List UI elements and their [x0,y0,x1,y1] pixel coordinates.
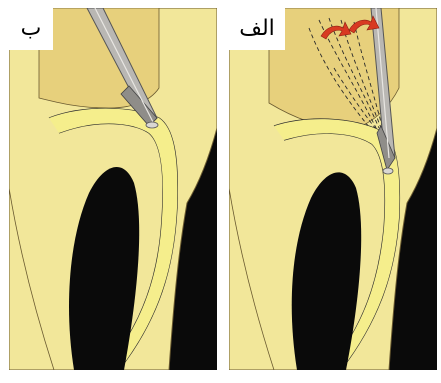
tooth-diagram-alef [229,8,437,370]
panel-label-b: ب [9,8,53,50]
panel-b: ب [9,8,217,370]
tooth-diagram-b [9,8,217,370]
panel-label-alef: الف [229,8,285,50]
panel-alef: الف [229,8,437,370]
